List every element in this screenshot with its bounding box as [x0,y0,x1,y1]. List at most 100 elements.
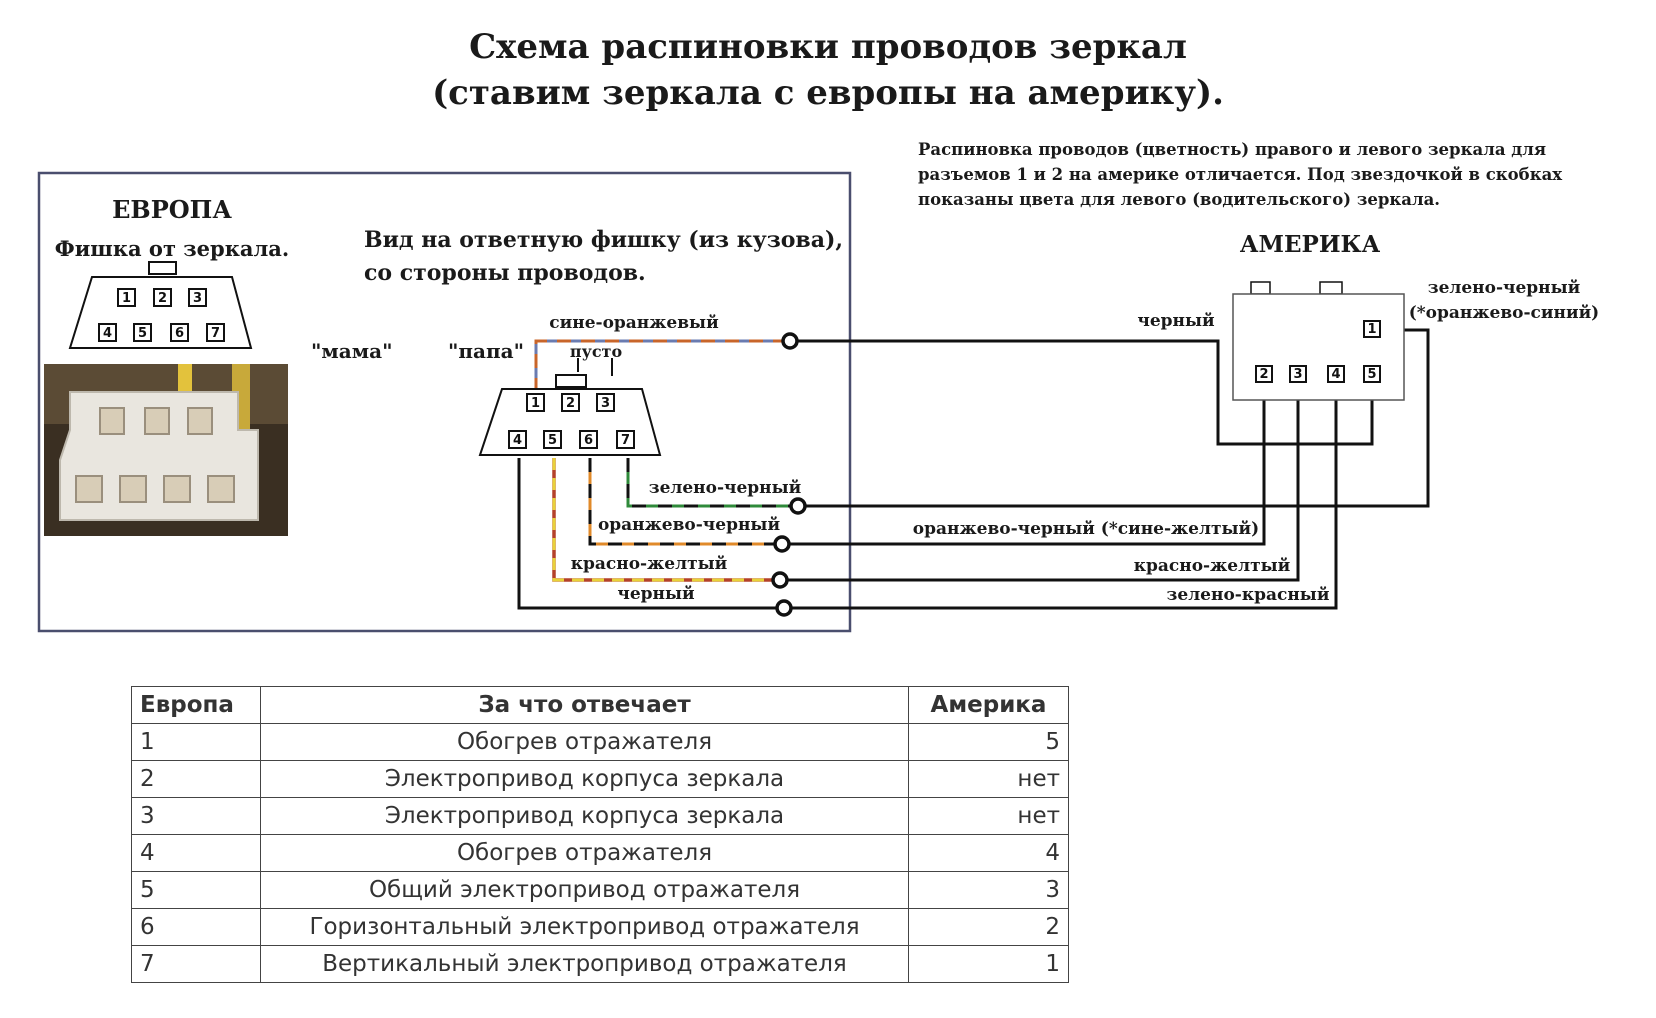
photo-socket [207,475,235,503]
europe-heading: ЕВРОПА [112,195,232,224]
connector-key [1250,281,1271,295]
wire-terminal [773,535,791,553]
pin-number: 6 [584,433,593,448]
pin-box [616,430,635,449]
pin-number: 1 [531,396,540,411]
pin-box [543,430,562,449]
pin-number: 7 [621,433,630,448]
column-header-america: Америка [908,686,1069,724]
pinout-note: Распиновка проводов (цветность) правого … [918,137,1638,212]
cell-function: Вертикальный электропривод отражателя [260,945,909,983]
photo-socket [144,407,170,435]
wire-label-red-yellow: красно-желтый [1134,556,1291,576]
photo-socket [119,475,147,503]
wire-orange-black-stripe [588,458,782,546]
note-line: Распиновка проводов (цветность) правого … [918,140,1547,159]
cell-europe-pin: 7 [131,945,261,983]
pin-box [98,323,117,342]
cell-america-pin: нет [908,797,1069,835]
column-header-function: За что отвечает [260,686,909,724]
wire-label-black: черный [1137,311,1215,331]
pin-box [153,288,172,307]
pin-number: 3 [601,396,610,411]
pin-number: 5 [1367,367,1376,382]
connector-key [555,374,587,388]
connector-photo [44,364,288,536]
table-row: 5 Общий электропривод отражателя 3 [131,871,1069,909]
pin-mapping-table: Европа За что отвечает Америка 1 Обогрев… [131,686,1069,983]
photo-socket [75,475,103,503]
pin-box [579,430,598,449]
wire-label-green-red: зелено-красный [1167,585,1330,605]
cell-america-pin: 1 [908,945,1069,983]
wire-blue-orange-stripe [534,339,790,392]
wire-to-pin-4 [784,389,1338,610]
pin-box [508,430,527,449]
pin-box [526,393,545,412]
pin-number: 3 [193,291,202,306]
wire-green-black-stripe [626,458,798,508]
pin-box [596,393,615,412]
wire-terminal [789,497,807,515]
cell-function: Обогрев отражателя [260,834,909,872]
pin1-label: зелено-черный [1428,278,1581,298]
female-label: "мама" [311,339,393,363]
wire-terminal [781,332,799,350]
pin-number: 5 [138,326,147,341]
cell-europe-pin: 5 [131,871,261,909]
cell-function: Электропривод корпуса зеркала [260,797,909,835]
pin-box [561,393,580,412]
wire-red-yellow-stripe [552,458,780,582]
pin1-label-alt: (*оранжево-синий) [1409,303,1599,323]
cell-function: Общий электропривод отражателя [260,871,909,909]
table-row: 6 Горизонтальный электропривод отражател… [131,908,1069,946]
cell-function: Обогрев отражателя [260,723,909,761]
pin-number: 2 [158,291,167,306]
pin-box [1289,365,1307,383]
wire-terminal [775,599,793,617]
cell-america-pin: 5 [908,723,1069,761]
pin-number: 6 [175,326,184,341]
wire-label: зелено-черный [649,478,802,498]
wire-to-pin-2 [782,389,1266,546]
page-title-line2: (ставим зеркала с европы на америку). [432,73,1224,113]
table-row: 1 Обогрев отражателя 5 [131,723,1069,761]
wire-label: сине-оранжевый [549,313,719,333]
pin-box [170,323,189,342]
mating-wires [517,339,798,610]
pin-box [1327,365,1345,383]
pin-number: 7 [211,326,220,341]
pin-box [1255,365,1273,383]
wire-label: красно-желтый [571,554,728,574]
table-row: 4 Обогрев отражателя 4 [131,834,1069,872]
table-row: 2 Электропривод корпуса зеркала нет [131,760,1069,798]
pin-box [1363,320,1381,338]
pin-number: 3 [1293,367,1302,382]
pin-number: 4 [103,326,112,341]
pin-number: 1 [122,291,131,306]
wire-label-orange-black: оранжево-черный (*сине-желтый) [913,519,1259,539]
photo-socket [163,475,191,503]
male-label: "папа" [448,339,524,363]
mating-connector: 1 2 3 4 5 6 7 [478,374,662,456]
connector-body [1232,293,1405,401]
pin-box [117,288,136,307]
wire-label: оранжево-черный [598,515,781,535]
cell-europe-pin: 1 [131,723,261,761]
america-connector: 1 2 3 4 5 [1232,281,1405,401]
pin-number: 1 [1367,322,1376,337]
europe-frame [37,171,852,633]
cell-function: Горизонтальный электропривод отражателя [260,908,909,946]
cell-europe-pin: 6 [131,908,261,946]
pin-number: 4 [513,433,522,448]
cell-europe-pin: 4 [131,834,261,872]
cell-america-pin: 2 [908,908,1069,946]
pin-box [133,323,152,342]
europe-connector: 1 2 3 4 5 6 7 [68,261,253,349]
pin-number: 5 [548,433,557,448]
mating-caption-line1: Вид на ответную фишку (из кузова), [364,227,843,253]
wire-to-pin-3 [780,389,1300,582]
cell-america-pin: нет [908,760,1069,798]
table-header-row: Европа За что отвечает Америка [131,686,1069,724]
